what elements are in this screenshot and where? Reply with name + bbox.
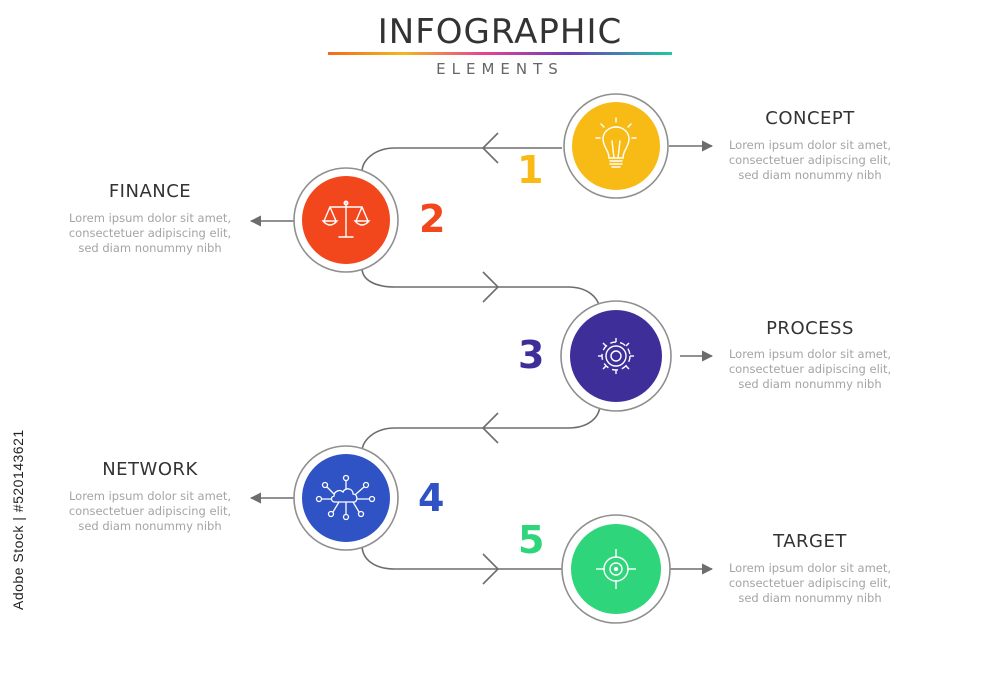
connector-1-2 <box>361 147 562 173</box>
chevron-left-icon <box>481 132 499 164</box>
title-gradient-underline <box>328 52 672 55</box>
step-3-label: PROCESS <box>766 318 854 339</box>
step-5-label: TARGET <box>773 531 847 552</box>
step-5-number: 5 <box>518 518 545 562</box>
step-4-description: Lorem ipsum dolor sit amet, consectetuer… <box>68 489 232 533</box>
step-1-number: 1 <box>517 148 544 192</box>
lightbulb-icon <box>595 117 637 168</box>
connector-3-4 <box>361 403 601 453</box>
step-1-label: CONCEPT <box>765 108 855 129</box>
step-2-label: FINANCE <box>108 181 192 202</box>
stock-watermark: Adobe Stock | #520143621 <box>10 429 26 610</box>
chevron-left-icon <box>481 412 499 444</box>
chevron-right-icon <box>482 271 500 303</box>
cloud-network-icon <box>315 474 376 521</box>
scales-icon <box>321 200 371 238</box>
page-subtitle: ELEMENTS <box>436 60 564 78</box>
step-2-node <box>293 167 399 273</box>
step-5-description: Lorem ipsum dolor sit amet, consectetuer… <box>728 561 892 605</box>
step-4-number: 4 <box>418 476 445 520</box>
connector-2-3 <box>361 267 601 313</box>
step-5-node <box>561 514 671 624</box>
step-3-node <box>560 300 672 412</box>
step-1-description: Lorem ipsum dolor sit amet, consectetuer… <box>728 138 892 182</box>
step-1-node <box>563 93 669 199</box>
target-icon <box>596 549 636 589</box>
gear-icon <box>598 338 634 374</box>
step-2-description: Lorem ipsum dolor sit amet, consectetuer… <box>68 211 232 255</box>
step-2-number: 2 <box>419 197 446 241</box>
step-4-node <box>293 445 399 551</box>
step-4-label: NETWORK <box>102 459 198 480</box>
chevron-right-icon <box>482 553 500 585</box>
connector-4-5 <box>361 544 562 570</box>
step-3-description: Lorem ipsum dolor sit amet, consectetuer… <box>728 347 892 391</box>
step-3-number: 3 <box>518 333 545 377</box>
page-title: INFOGRAPHIC <box>377 12 623 52</box>
